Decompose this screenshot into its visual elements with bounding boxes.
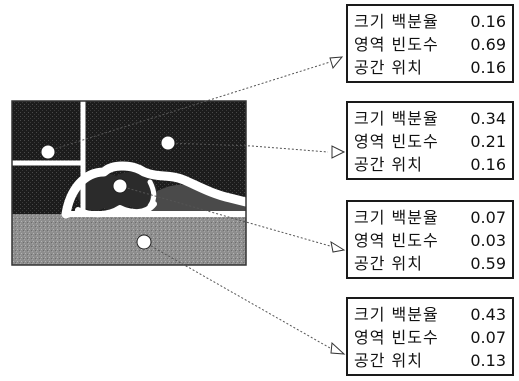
segment-region-ground	[12, 214, 246, 265]
feature-box-region-3: 크기 백분율 0.07 영역 빈도수 0.03 공간 위치 0.59	[346, 200, 514, 279]
feature-value: 0.07	[470, 208, 506, 227]
connector-line-1	[47, 61, 331, 152]
feature-value: 0.13	[470, 351, 506, 370]
feature-value: 0.16	[470, 12, 506, 31]
feature-label: 공간 위치	[354, 155, 423, 174]
feature-value: 0.59	[470, 254, 506, 273]
segmented-image	[12, 101, 246, 265]
feature-value: 0.34	[470, 109, 506, 128]
feature-value: 0.16	[470, 155, 506, 174]
feature-label: 크기 백분율	[354, 109, 439, 128]
feature-label: 영역 빈도수	[354, 132, 439, 151]
feature-box-region-4: 크기 백분율 0.43 영역 빈도수 0.07 공간 위치 0.13	[346, 297, 514, 376]
feature-label: 크기 백분율	[354, 208, 439, 227]
feature-label: 공간 위치	[354, 254, 423, 273]
segment-boundaries	[12, 101, 246, 219]
feature-row-size-percentage: 크기 백분율 0.07	[354, 206, 506, 229]
feature-value: 0.07	[470, 328, 506, 347]
feature-row-size-percentage: 크기 백분율 0.16	[354, 10, 506, 33]
feature-row-size-percentage: 크기 백분율 0.43	[354, 303, 506, 326]
feature-value: 0.43	[470, 305, 506, 324]
feature-box-region-2: 크기 백분율 0.34 영역 빈도수 0.21 공간 위치 0.16	[346, 101, 514, 180]
image-border	[11, 100, 247, 266]
region-marker-1	[40, 144, 56, 160]
feature-box-region-1: 크기 백분율 0.16 영역 빈도수 0.69 공간 위치 0.16	[346, 4, 514, 83]
feature-value: 0.16	[470, 58, 506, 77]
feature-label: 공간 위치	[354, 351, 423, 370]
feature-row-region-frequency: 영역 빈도수 0.07	[354, 326, 506, 349]
feature-label: 영역 빈도수	[354, 328, 439, 347]
arrowhead-2	[331, 145, 346, 159]
feature-value: 0.21	[470, 132, 506, 151]
feature-value: 0.69	[470, 35, 506, 54]
feature-row-spatial-position: 공간 위치 0.16	[354, 153, 506, 176]
feature-row-spatial-position: 공간 위치 0.16	[354, 56, 506, 79]
arrowheads	[329, 56, 346, 355]
connector-line-3	[119, 185, 331, 247]
region-marker-2	[160, 135, 176, 151]
region-markers	[40, 135, 176, 250]
arrowhead-4	[330, 341, 346, 355]
feature-value: 0.03	[470, 231, 506, 250]
feature-row-region-frequency: 영역 빈도수 0.03	[354, 229, 506, 252]
feature-label: 크기 백분율	[354, 12, 439, 31]
feature-row-region-frequency: 영역 빈도수 0.69	[354, 33, 506, 56]
segment-region-rock	[150, 184, 246, 214]
feature-label: 영역 빈도수	[354, 35, 439, 54]
feature-row-spatial-position: 공간 위치 0.13	[354, 349, 506, 372]
region-marker-4	[136, 234, 152, 250]
feature-label: 크기 백분율	[354, 305, 439, 324]
connectors	[47, 61, 331, 349]
feature-row-region-frequency: 영역 빈도수 0.21	[354, 130, 506, 153]
arrowhead-3	[330, 240, 346, 253]
feature-row-size-percentage: 크기 백분율 0.34	[354, 107, 506, 130]
region-marker-3	[112, 178, 128, 194]
feature-label: 공간 위치	[354, 58, 423, 77]
connector-line-2b	[251, 145, 329, 153]
feature-row-spatial-position: 공간 위치 0.59	[354, 252, 506, 275]
feature-label: 영역 빈도수	[354, 231, 439, 250]
arrowhead-1	[329, 56, 344, 70]
